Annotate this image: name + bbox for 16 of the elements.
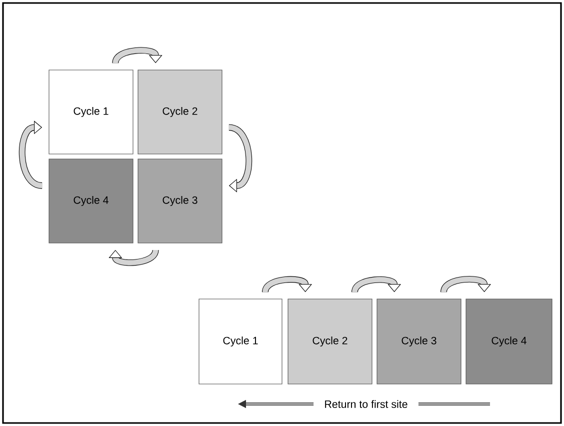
cycle-box: Cycle 4 [48,158,134,244]
curved-arrow [228,124,252,192]
curved-arrow [19,120,43,189]
direction-label: Return to first site [314,397,418,411]
curved-arrow [108,249,159,266]
curved-arrow [352,276,402,293]
cycle-box: Cycle 1 [48,70,134,154]
cycle-box: Cycle 2 [138,70,222,154]
cycle-box: Cycle 3 [376,298,462,384]
cycle-box: Cycle 3 [138,158,222,244]
curved-arrow [262,276,312,293]
curved-arrow [112,47,162,64]
cycle-box: Cycle 4 [466,298,552,384]
cycle-box: Cycle 2 [288,298,372,384]
cycle-box: Cycle 1 [198,298,282,384]
curved-arrow [440,276,492,293]
